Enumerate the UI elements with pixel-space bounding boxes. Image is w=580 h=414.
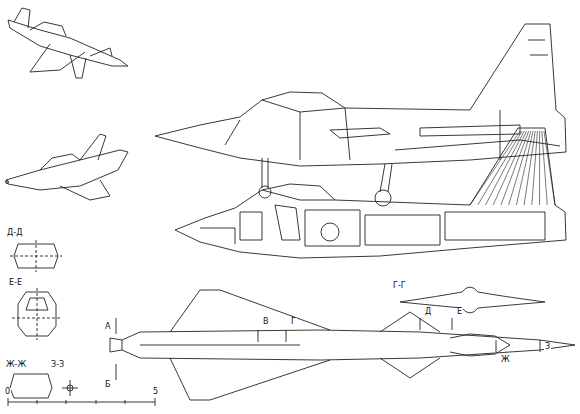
section-label: З-З <box>50 361 65 369</box>
perspective-sketch <box>8 8 128 78</box>
scale-number: 5 <box>152 388 159 396</box>
section-label: Е-Е <box>8 279 23 287</box>
fin-hatch <box>509 131 531 205</box>
fin-hatch <box>532 131 538 205</box>
section-label: А <box>104 323 111 331</box>
section-label: Ж <box>500 356 511 364</box>
fin-hatch <box>478 131 522 205</box>
scale-bar <box>8 398 155 406</box>
cross-sections <box>10 240 545 398</box>
section-label: Е <box>456 308 463 316</box>
fin-hatch <box>542 131 547 205</box>
fin-hatch <box>524 131 535 205</box>
section-label: Д <box>424 308 432 316</box>
fin-hatch <box>544 131 555 205</box>
section-label: Г <box>290 318 297 326</box>
fin-hatch <box>539 131 540 205</box>
section-label: З <box>544 343 551 351</box>
perspective-sketch <box>6 134 129 200</box>
fin-hatch <box>470 131 520 205</box>
side-view <box>155 24 566 206</box>
fin-hatch <box>516 131 533 205</box>
section-label: Г-Г <box>392 282 407 290</box>
cutaway-view <box>175 128 566 258</box>
fin-hatch <box>493 131 526 205</box>
plan-view <box>110 290 575 400</box>
section-label: Д-Д <box>6 229 23 237</box>
section-label: Б <box>104 381 112 389</box>
section-markers <box>116 318 540 380</box>
section-label: Ж-Ж <box>5 361 27 369</box>
scale-number: 0 <box>4 388 11 396</box>
section-label: В <box>262 318 270 326</box>
